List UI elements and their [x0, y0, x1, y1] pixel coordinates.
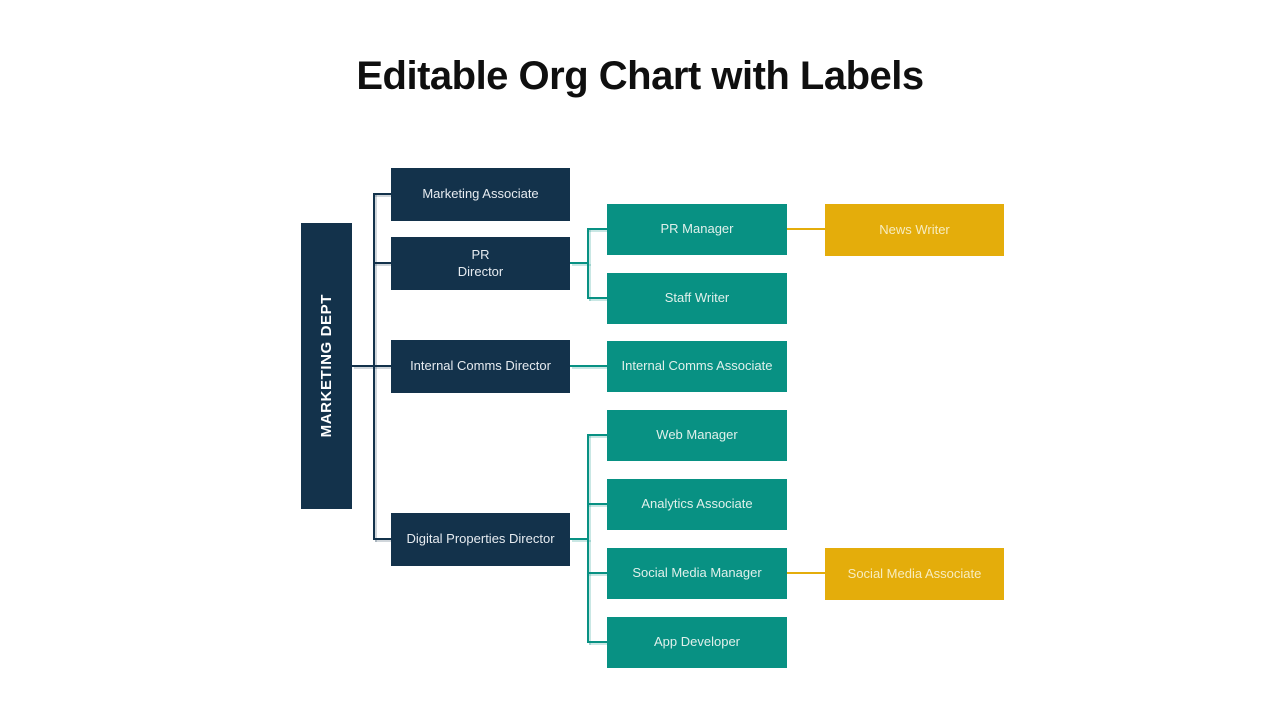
org-node-social-media-associate[interactable]: Social Media Associate: [825, 548, 1004, 600]
connector-stub-web-manager: [587, 434, 607, 436]
connector-stub-social-media-manager: [587, 572, 607, 574]
connector-internal-comms: [570, 365, 607, 367]
org-node-social-media-manager[interactable]: Social Media Manager: [607, 548, 787, 599]
org-node-pr-director[interactable]: PR Director: [391, 237, 570, 290]
page-title: Editable Org Chart with Labels: [356, 54, 924, 98]
org-node-app-developer[interactable]: App Developer: [607, 617, 787, 668]
connector-pr-manager-to-news-writer: [787, 228, 825, 230]
connector-stub-staff-writer: [587, 297, 607, 299]
connector-stub-marketing-associate: [373, 193, 391, 195]
org-node-staff-writer[interactable]: Staff Writer: [607, 273, 787, 324]
connector-stub-analytics-associate: [587, 503, 607, 505]
connector-digital-properties-out: [570, 538, 589, 540]
org-node-web-manager[interactable]: Web Manager: [607, 410, 787, 461]
connector-stub-pr-director: [373, 262, 391, 264]
connector-stub-digital-properties-director: [373, 538, 391, 540]
connector-stub-pr-manager: [587, 228, 607, 230]
connector-pr-bracket-vertical: [587, 228, 589, 299]
department-label-text: MARKETING DEPT: [318, 294, 335, 438]
connector-stub-app-developer: [587, 641, 607, 643]
org-node-pr-manager[interactable]: PR Manager: [607, 204, 787, 255]
org-node-internal-comms-director[interactable]: Internal Comms Director: [391, 340, 570, 393]
org-node-news-writer[interactable]: News Writer: [825, 204, 1004, 256]
connector-social-media-manager-to-associate: [787, 572, 825, 574]
department-label[interactable]: MARKETING DEPT: [301, 223, 352, 509]
connector-digital-bracket-vertical: [587, 434, 589, 643]
org-node-digital-properties-director[interactable]: Digital Properties Director: [391, 513, 570, 566]
org-node-internal-comms-associate[interactable]: Internal Comms Associate: [607, 341, 787, 392]
connector-dept-to-internal-comms-director: [352, 365, 391, 367]
org-node-analytics-associate[interactable]: Analytics Associate: [607, 479, 787, 530]
org-node-marketing-associate[interactable]: Marketing Associate: [391, 168, 570, 221]
connector-pr-director-out: [570, 262, 589, 264]
